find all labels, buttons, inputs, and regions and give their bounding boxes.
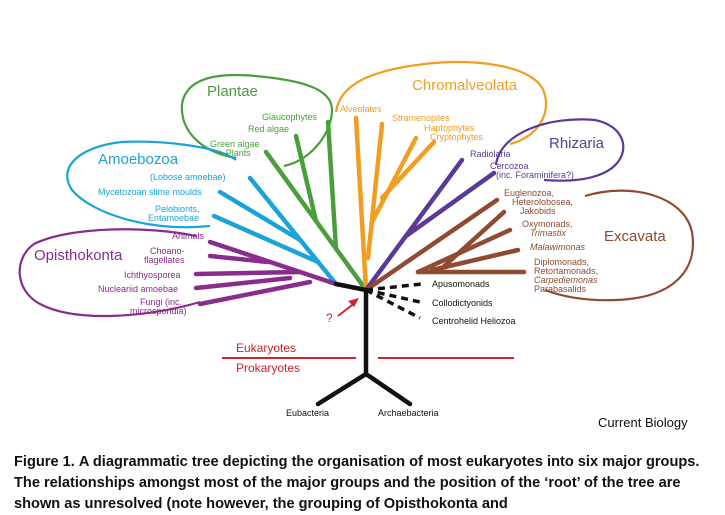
plantae-item: + Plants (218, 148, 251, 158)
chromalveolata-title: Chromalveolata (412, 77, 518, 94)
centrohelid-label: Centrohelid Heliozoa (432, 316, 516, 326)
chromalveolata-item: Haptophytes (424, 123, 475, 133)
excavata-item: Heterolobosea, (512, 197, 573, 207)
amoebozoa-item: (Lobose amoebae) (150, 172, 226, 182)
amoebozoa-item: Pelobionts, (155, 204, 200, 214)
prokaryotes-label: Prokaryotes (236, 361, 300, 375)
opisthokonta-item: Animals (172, 231, 205, 241)
caption-text: A diagrammatic tree depicting the organi… (14, 454, 700, 512)
opisthokonta-hull (18, 228, 201, 318)
eubacteria-label: Eubacteria (286, 408, 329, 418)
rhizaria-item: (inc. Foraminifera?) (496, 170, 574, 180)
excavata-item: Malawimonas (530, 242, 586, 252)
plantae-branches (263, 119, 369, 293)
plantae-item: Glaucophytes (262, 112, 318, 122)
excavata-branches (363, 197, 527, 293)
root-question-mark: ? (326, 311, 333, 325)
plantae-item: Green algae (210, 139, 260, 149)
excavata-item: Euglenozoa, (504, 188, 554, 198)
excavata-item: Diplomonads, (534, 257, 589, 267)
plantae-title: Plantae (207, 83, 258, 100)
opisthokonta-item: Choano- (150, 246, 185, 256)
opisthokonta-branches (193, 239, 339, 307)
amoebozoa-item: Entamoebae (148, 213, 199, 223)
archaebacteria-label: Archaebacteria (378, 408, 439, 418)
rhizaria-title: Rhizaria (549, 135, 605, 152)
figure-caption: Figure 1.A diagrammatic tree depicting t… (14, 452, 714, 515)
caption-label: Figure 1. (14, 454, 75, 470)
eukaryote-tree-diagram: ? Eukaryotes Prokaryotes Eubacteria Arch… (18, 61, 695, 430)
root-arrow-head (348, 298, 359, 307)
amoebozoa-branches (211, 175, 339, 287)
collodictyonids-label: Collodictyonids (432, 298, 493, 308)
opisthokonta-item: Nucleariid amoebae (98, 284, 178, 294)
opisthokonta-item: microsporidia) (130, 306, 187, 316)
amoebozoa-title: Amoebozoa (98, 151, 179, 168)
excavata-item: Retortamonads, (534, 266, 598, 276)
excavata-title: Excavata (604, 228, 666, 245)
opisthokonta-item: Ichthyosporea (124, 270, 181, 280)
amoebozoa-hull (66, 140, 237, 229)
root-lines (315, 281, 413, 407)
rhizaria-hull (494, 118, 625, 182)
chromalveolata-item: Alveolates (340, 104, 382, 114)
chromalveolata-hull (334, 61, 547, 146)
amoebozoa-item: Mycetozoan slime moulds (98, 187, 202, 197)
unresolved-dashed-branches (365, 282, 423, 320)
opisthokonta-title: Opisthokonta (34, 247, 123, 264)
rhizaria-branches (363, 157, 497, 293)
excavata-item: Carpediemonas (534, 275, 598, 285)
excavata-hull (544, 189, 695, 302)
chromalveolata-item: Stramenopiles (392, 113, 450, 123)
journal-name: Current Biology (598, 415, 688, 430)
excavata-item: Parabasalids (534, 284, 587, 294)
chromalveolata-item: Cryptophytes (430, 132, 484, 142)
excavata-item: Oxymonads, (522, 219, 573, 229)
chromalveolata-branches (353, 115, 437, 293)
opisthokonta-item: Fungi (inc. (140, 297, 182, 307)
excavata-item: Trimastix (530, 228, 566, 238)
excavata-item: Jakobids (520, 206, 556, 216)
apusomonads-label: Apusomonads (432, 279, 490, 289)
eukaryotes-label: Eukaryotes (236, 341, 296, 355)
rhizaria-item: Cercozoa (490, 161, 529, 171)
rhizaria-item: Radiolaria (470, 149, 511, 159)
opisthokonta-item: flagellates (144, 255, 185, 265)
plantae-item: Red algae (248, 124, 289, 134)
